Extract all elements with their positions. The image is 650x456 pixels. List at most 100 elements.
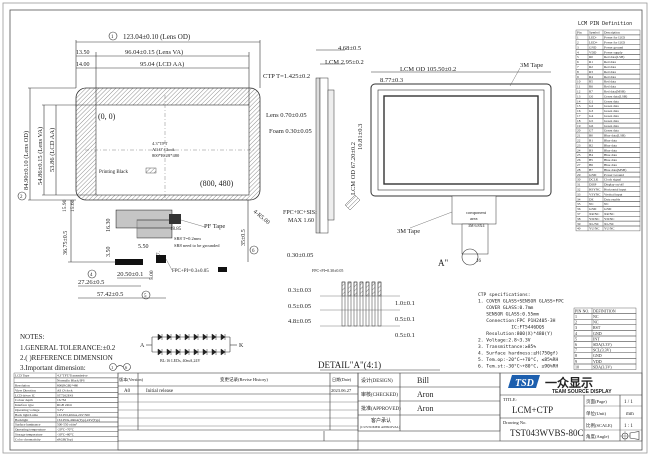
led-diode-icon — [193, 333, 199, 341]
dim-35: 35±0.5 — [241, 229, 247, 246]
dim-10-81: 10.81±0.3 — [357, 124, 364, 150]
ctp-spec-line: 4. Surface hardness:≥H(750gf) — [478, 351, 558, 357]
ctp-spec-line: 1. COVER GLASS+SENSOR GLASS+FPC — [478, 299, 564, 305]
pin-table-cell: 9 — [577, 75, 579, 79]
notes: NOTES: 1.GENERAL TOLERANCE:±0.2 2.( )REF… — [20, 333, 131, 372]
spec-table-cell: 16 LEDs,40mA(Typ),24V(Typ) — [57, 418, 100, 423]
pin-table-cell: 7 — [577, 65, 579, 69]
pin-table-cell: B7 — [589, 168, 593, 172]
coord-end: (800, 480) — [200, 179, 234, 188]
led-diode-icon — [220, 348, 226, 356]
pin-table-cell: Red data — [604, 75, 616, 79]
title-label: TITLE: — [503, 397, 517, 402]
drawing-number: TST043WVBS-80C — [510, 428, 584, 438]
pin-table-cell: 16 — [577, 109, 581, 113]
dim-14-00: 14.00 — [76, 62, 90, 68]
notes-title: NOTES: — [20, 333, 45, 341]
dim-foam-thickness: Foam 0.30±0.05 — [269, 128, 312, 135]
pin-table-cell: Green data — [604, 129, 619, 133]
pin-table-cell: Horizontal input — [604, 188, 626, 192]
dim-lens-od: 123.04±0.10 (Lens OD) — [123, 33, 191, 41]
title-block: TSD 一众显示 TEAM SOURCE DISPLAY TITLE: LCM+… — [499, 372, 643, 442]
pin-table-cell: DE — [589, 197, 594, 201]
pin-table-cell: 21 — [577, 134, 581, 138]
page-label: 页面(Page) — [586, 399, 607, 405]
customer-approval-label: 客户承认 — [371, 417, 391, 424]
pin-table-cell: YD/NC — [589, 217, 600, 221]
spec-table-cell: Colour depth — [15, 398, 33, 402]
pin-table-cell: Power supply — [604, 50, 623, 54]
spec-table-cell: sRGB(Typ) — [57, 437, 73, 441]
pin-table-cell: Green data — [604, 119, 619, 123]
pin-table-cell: Blue data — [604, 158, 617, 162]
dim-36-75: 36.75±0.5 — [63, 231, 69, 255]
ctp-pin-table-cell: 7 — [575, 348, 577, 353]
led-diode-icon — [184, 348, 190, 356]
ctp-pin-table-cell: SDA(3.3V) — [593, 364, 612, 369]
dim-18-85: 18.85 — [170, 227, 182, 232]
pin-table-cell: 37 — [577, 212, 581, 216]
pin-table-cell: B0 — [589, 134, 593, 138]
lcm-layer — [319, 77, 329, 234]
pin-table-title: LCM PIN Definition — [578, 21, 632, 27]
spec-table-cell: Normally Black/IPS — [57, 379, 85, 383]
fpc-contact-strip — [115, 259, 143, 265]
dim-3-50: 3.50 — [106, 247, 112, 258]
approved-label: 批准(APPROVED) — [361, 405, 401, 412]
checked-name: Aron — [417, 390, 433, 399]
pin-table-cell: Red data(MSB) — [604, 90, 625, 94]
pin-table-cell: 8 — [577, 70, 579, 74]
spec-table-cell: Operating temperature — [15, 428, 46, 432]
pin-table-cell: Power ground — [604, 45, 623, 49]
led-diode-icon — [184, 333, 190, 341]
page-value: 1 / 1 — [624, 400, 633, 405]
pin-table-cell: 19 — [577, 124, 581, 128]
back-fpc — [461, 223, 489, 255]
spec-table-cell: LCD driver IC — [15, 393, 36, 397]
spec-table-row: Normally Black/IPS — [13, 377, 119, 383]
dim-height-lens-od: 84.90±0.10 (Lens OD) — [23, 131, 30, 190]
pin-table-cell: Red data(LSB) — [604, 55, 624, 59]
pin-table-cell: 38 — [577, 217, 581, 221]
fpc-finger-stiffener — [359, 281, 364, 297]
pin-table-cell: DCLK — [589, 178, 599, 182]
svg-text:4: 4 — [90, 273, 93, 278]
pin-table-cell: Blue data — [604, 153, 617, 157]
pin-table-cell: XL/NC — [589, 222, 600, 226]
sr8-ground-note: SR8 need to be grounded — [174, 243, 220, 248]
spec-table-cell: 16.7M — [57, 398, 66, 402]
dim-27-26: 27.26±0.5 — [78, 279, 104, 286]
pin-table-cell: NC — [589, 202, 594, 206]
spec-table-cell: 16 LED,40mA,24V/500 — [57, 413, 90, 418]
pin-table-cell: Power for LED — [604, 41, 625, 45]
ctp-pin-table-cell: NC — [593, 320, 599, 325]
pin-table-cell: 31 — [577, 183, 581, 187]
pin-table-cell: 13 — [577, 94, 581, 98]
spec-table-row: Colour depth 16.7M — [13, 397, 119, 403]
pin-table-cell: Blue data(LSB) — [604, 134, 625, 138]
pin-table-cell: 29 — [577, 173, 581, 177]
ctp-pin-table-cell: 4 — [575, 331, 577, 336]
signoff-block: 设计(DESIGN) Bill 审核(CHECKED) Aron 批准(APPR… — [118, 372, 501, 442]
side-view: 4.68±0.5 LCM 2.95±0.2 CTP T=1.425±0.2 Le… — [263, 45, 364, 273]
pin-table-cell: 18 — [577, 119, 581, 123]
detail-dim-3: 4.8±0.05 — [288, 318, 311, 325]
